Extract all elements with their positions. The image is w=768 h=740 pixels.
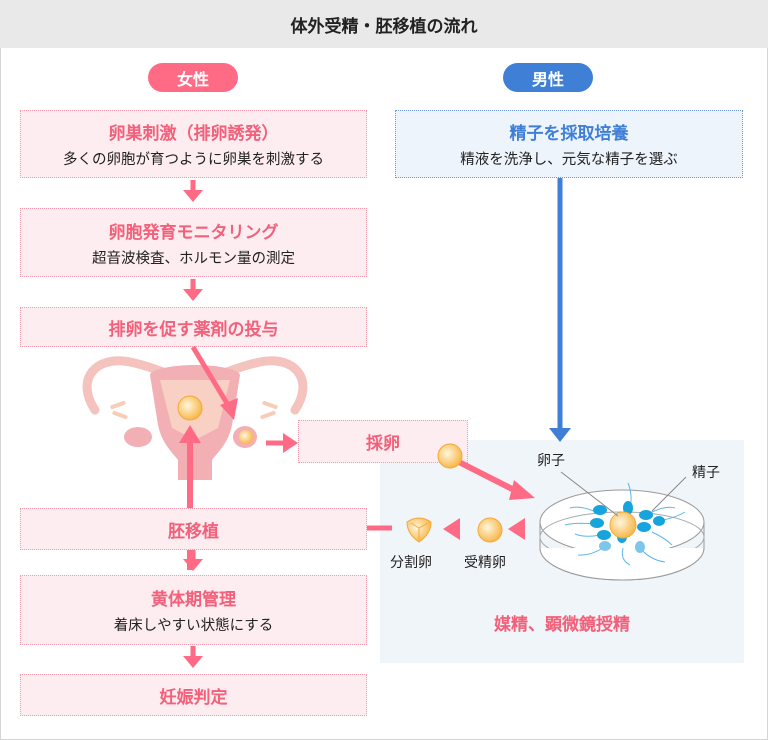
- step-pregnancy-test: 妊娠判定: [20, 674, 367, 716]
- step-sperm-collection: 精子を採取培養 精液を洗浄し、元気な精子を選ぶ: [395, 110, 743, 178]
- fertilized-egg-icon: [477, 517, 503, 543]
- step-title: 採卵: [366, 434, 400, 454]
- step-title: 排卵を促す薬剤の投与: [108, 319, 279, 340]
- fertilized-egg-label: 受精卵: [464, 555, 506, 571]
- male-arrow-down: [549, 178, 571, 442]
- step-description: 精液を洗浄し、元気な精子を選ぶ: [460, 152, 678, 168]
- retrieved-egg-icon: [437, 443, 463, 469]
- arrow-to-retrieval: [266, 433, 298, 453]
- step-follicle-monitoring: 卵胞発育モニタリング 超音波検査、ホルモン量の測定: [20, 208, 367, 277]
- step-title: 卵巣刺激（排卵誘発）: [108, 124, 279, 144]
- embryo-icon: [177, 395, 203, 421]
- step-title: 黄体期管理: [151, 590, 236, 610]
- cleaved-egg-label: 分割卵: [390, 555, 432, 571]
- step-title: 妊娠判定: [159, 687, 228, 708]
- step-embryo-transfer: 胚移植: [20, 508, 367, 550]
- arrow-to-dish: [453, 457, 535, 500]
- step-egg-retrieval: 採卵: [298, 420, 468, 463]
- arrow-down-4: [183, 646, 203, 668]
- sperm-cluster-icon: [560, 471, 687, 566]
- arrow-down-1: [183, 180, 203, 202]
- arrow-down-3: [183, 550, 203, 571]
- step-ovulation-drug: 排卵を促す薬剤の投与: [20, 307, 367, 347]
- step-title: 卵胞発育モニタリング: [108, 222, 279, 243]
- step-title: 胚移植: [168, 521, 219, 542]
- step-description: 多くの卵胞が育つように卵巣を刺激する: [63, 152, 324, 168]
- sperm-label: 精子: [692, 465, 720, 481]
- arrow-down-2: [183, 279, 203, 301]
- step-ovarian-stimulation: 卵巣刺激（排卵誘発） 多くの卵胞が育つように卵巣を刺激する: [20, 110, 367, 178]
- uterus-illustration: [82, 356, 308, 480]
- step-luteal-phase: 黄体期管理 着床しやすい状態にする: [20, 575, 367, 645]
- male-label: 男性: [503, 63, 593, 92]
- step-description: 着床しやすい状態にする: [113, 618, 274, 634]
- arrow-ovulation: [190, 345, 238, 420]
- arrow-left-2: [443, 518, 460, 540]
- step-title: 精子を採取培養: [509, 124, 629, 144]
- arrow-left-1: [508, 518, 525, 540]
- egg-in-dish-icon: [609, 511, 637, 539]
- egg-label: 卵子: [537, 453, 565, 469]
- step-description: 超音波検査、ホルモン量の測定: [92, 250, 295, 267]
- fertilization-caption: 媒精、顕微鏡授精: [494, 615, 630, 635]
- ovulated-egg-icon: [239, 430, 253, 444]
- female-label: 女性: [148, 63, 238, 92]
- egg-leader-line: [560, 471, 619, 517]
- page-title: 体外受精・胚移植の流れ: [0, 0, 768, 48]
- sperm-leader-line: [651, 476, 687, 512]
- cleaved-egg-icon: [406, 517, 432, 543]
